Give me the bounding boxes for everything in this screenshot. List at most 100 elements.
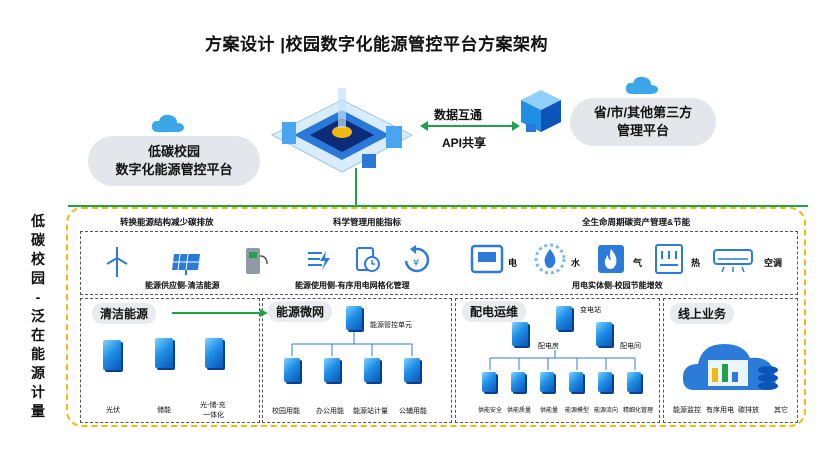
side-char: 碳 [31, 232, 45, 248]
entity-label: 用电实体侧-校园节能增效 [572, 281, 663, 290]
side-char: 园 [31, 270, 45, 286]
left-platform-pill: 低碳校园 数字化能源管控平台 [88, 136, 260, 186]
clean-to-microgrid-arrow [172, 309, 268, 317]
substation-label: 变电站 [580, 307, 601, 314]
cloud-dashboard-icon [682, 344, 778, 390]
side-char: - [35, 289, 41, 305]
supply-label: 能源供应侧-清洁能源 [145, 281, 220, 290]
svg-text:¥: ¥ [413, 258, 419, 269]
side-char: 源 [31, 365, 45, 381]
online-title: 线上业务 [670, 303, 735, 324]
right-platform-line1: 省/市/其他第三方 [593, 105, 693, 120]
solar-panel-icon [172, 253, 200, 275]
connector-line [68, 205, 808, 207]
ev-charger-icon [246, 248, 268, 274]
microgrid-item-utility: 公辅用能 [399, 408, 427, 415]
heat-meter-icon [655, 244, 683, 274]
use-label: 能源使用侧-有序用电网格化管理 [295, 281, 410, 290]
dist-item-fine: 精细化管理 [623, 408, 654, 414]
clean-energy-box [80, 298, 260, 423]
row-label-mid: 科学管理用能指标 [333, 217, 402, 227]
control-unit-cube-icon [346, 306, 362, 330]
wind-turbine-icon [106, 247, 128, 277]
dist-item-amount: 供能量 [540, 408, 559, 414]
right-platform-line2: 管理平台 [616, 123, 669, 138]
dist-item-quality: 供能质量 [507, 408, 532, 414]
right-platform-pill: 省/市/其他第三方 管理平台 [570, 98, 716, 146]
dist-item-cube-icon [511, 372, 525, 392]
heat-label: 热 [691, 258, 701, 268]
storage-cube-icon [155, 338, 173, 368]
side-char: 在 [31, 327, 45, 343]
clean-energy-title: 清洁能源 [92, 303, 157, 324]
side-char: 能 [31, 346, 45, 362]
water-drop-icon [534, 243, 566, 275]
online-item-ordered: 有序用电 [706, 407, 734, 414]
left-platform-line2: 数字化能源管控平台 [115, 162, 233, 177]
online-item-monitor: 能源监控 [673, 407, 701, 414]
clock-icon [356, 247, 380, 272]
dist-item-cube-icon [482, 372, 496, 392]
side-char: 校 [31, 251, 45, 267]
cloud-icon [151, 114, 184, 132]
page-title: 方案设计 |校园数字化能源管控平台方案架构 [205, 35, 548, 54]
dist-room-label: 配电房 [538, 343, 559, 350]
side-char: 量 [31, 403, 45, 419]
server-stack-icon [521, 90, 561, 132]
utility-cube-icon [404, 358, 420, 382]
campus-cube-icon [284, 358, 300, 382]
dist-room-cube-icon [512, 322, 528, 346]
online-item-other: 其它 [774, 407, 788, 414]
dist-item-cube-icon [598, 372, 612, 392]
microgrid-item-campus: 校园用能 [272, 408, 300, 415]
distribution-title: 配电运维 [462, 301, 527, 322]
dist-hall-label: 配电间 [620, 343, 641, 350]
meter-icon [308, 251, 330, 270]
microgrid-item-station: 能源站计量 [353, 408, 388, 415]
row-label-left: 转换能源结构减少碳排放 [120, 217, 214, 227]
distribution-box [455, 298, 660, 423]
flame-icon [598, 245, 624, 273]
side-char: 计 [31, 384, 45, 400]
solar-cube-icon [103, 340, 121, 370]
dist-item-cube-icon [540, 372, 554, 392]
refresh-yen-icon: ¥ [404, 245, 430, 273]
exchange-arrow [420, 121, 520, 131]
ac-label: 空调 [764, 258, 783, 268]
clean-item-integrated-2: 一体化 [203, 412, 224, 419]
dist-item-safety: 供能安全 [478, 408, 503, 414]
side-char: 泛 [31, 308, 45, 324]
substation-cube-icon [556, 306, 572, 330]
dist-item-cube-icon [627, 372, 641, 392]
dist-item-cube-icon [569, 372, 583, 392]
icon-row-box [80, 231, 798, 295]
microgrid-box [262, 298, 452, 423]
integrated-cube-icon [205, 338, 223, 368]
dist-item-flow: 能源流向 [594, 408, 619, 414]
clean-item-integrated-1: 光-储-充 [200, 402, 226, 409]
side-label: 低 碳 校 园 - 泛 在 能 源 计 量 [27, 212, 49, 421]
online-box [663, 298, 798, 423]
clean-item-storage: 储能 [157, 407, 171, 414]
side-char: 低 [31, 213, 45, 229]
exchange-bottom-label: API共享 [442, 136, 487, 150]
distribution-tree-lines [489, 350, 636, 370]
left-platform-line1: 低碳校园 [147, 144, 200, 159]
water-label: 水 [571, 258, 581, 268]
dist-item-model: 能源模型 [565, 408, 590, 414]
microgrid-title: 能源微网 [268, 301, 333, 322]
platform-server-graphic [270, 88, 414, 173]
dist-hall-cube-icon [596, 322, 612, 346]
exchange-top-label: 数据互通 [434, 108, 483, 122]
electric-meter-icon [470, 244, 504, 274]
microgrid-tree-lines [291, 332, 413, 356]
connector-stem [355, 168, 357, 206]
row-label-right: 全生命周期碳资产管理&节能 [582, 217, 691, 227]
elec-label: 电 [508, 258, 518, 268]
office-cube-icon [324, 358, 340, 382]
gas-label: 气 [633, 258, 643, 268]
station-cube-icon [364, 358, 380, 382]
air-conditioner-icon [713, 249, 753, 273]
clean-item-pv: 光伏 [106, 407, 120, 414]
microgrid-item-office: 办公用能 [316, 408, 344, 415]
